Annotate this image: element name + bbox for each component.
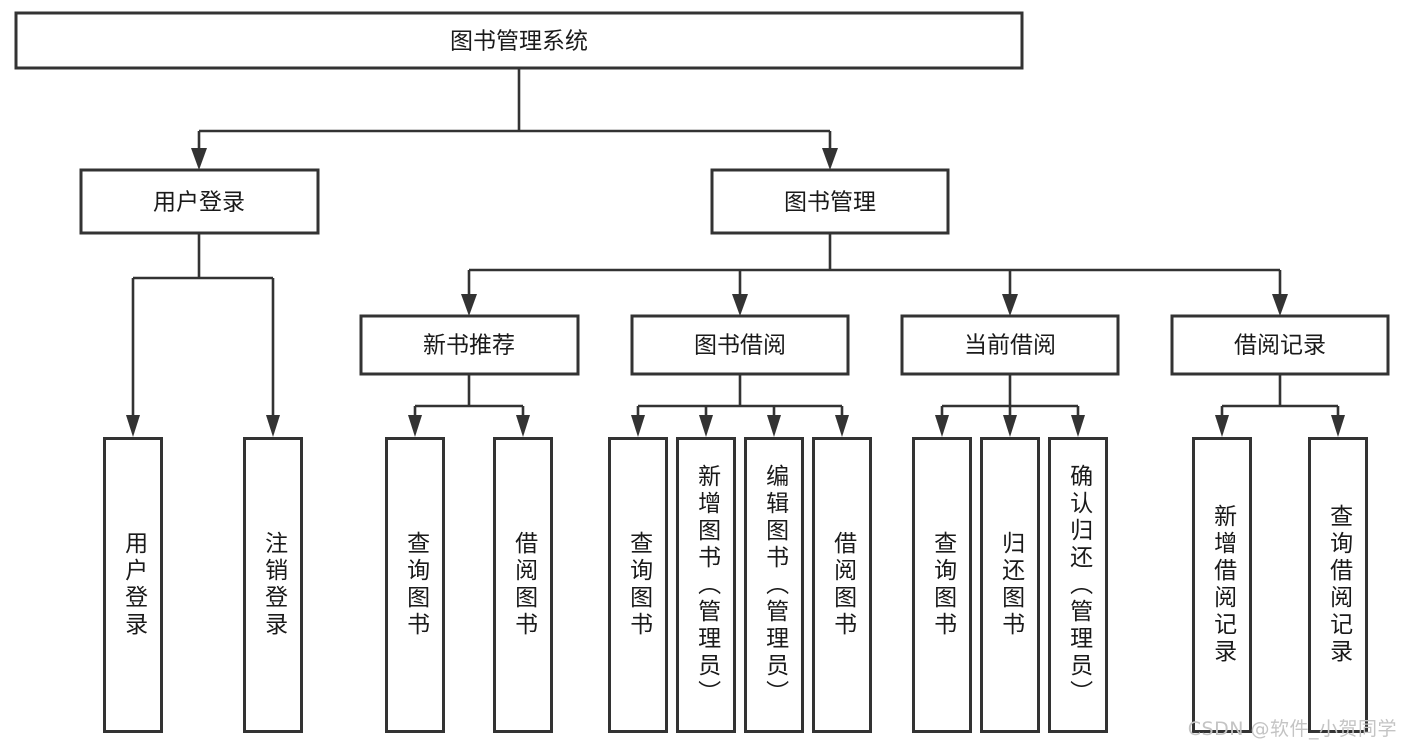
arrow-br-leaf-2 <box>1331 415 1345 437</box>
arrow-cb-leaf-1 <box>935 415 949 437</box>
node-current-borrow[interactable]: 当前借阅 <box>900 314 1120 376</box>
node-current-borrow-label: 当前借阅 <box>964 333 1056 359</box>
node-user-login-rect[interactable] <box>79 168 320 235</box>
leaf-node-confirm-return-label: 确认归还（管理员） <box>1065 463 1092 707</box>
leaf-node-add-record[interactable]: 新增借阅记录 <box>1192 437 1252 733</box>
arrow-bb-leaf-2 <box>699 415 713 437</box>
arrow-bm-to-new-book <box>461 294 477 316</box>
arrow-root-to-user-login <box>191 148 207 170</box>
leaf-node-query-record[interactable]: 查询借阅记录 <box>1308 437 1368 733</box>
node-root[interactable]: 图书管理系统 <box>14 11 1024 70</box>
leaf-node-user-logout-label: 注销登录 <box>260 531 287 639</box>
arrow-cb-leaf-3 <box>1071 415 1085 437</box>
leaf-node-borrow-book-1[interactable]: 借阅图书 <box>493 437 553 733</box>
arrow-bb-leaf-4 <box>835 415 849 437</box>
arrow-user-login-leaf-2 <box>266 415 280 437</box>
leaf-node-query-book-3[interactable]: 查询图书 <box>912 437 972 733</box>
node-root-label: 图书管理系统 <box>450 29 588 55</box>
arrow-nbr-leaf-1 <box>408 415 422 437</box>
leaf-node-return-book[interactable]: 归还图书 <box>980 437 1040 733</box>
csdn-watermark: CSDN @软件_小贺同学 <box>1187 718 1397 740</box>
leaf-node-query-book-3-label: 查询图书 <box>929 531 956 639</box>
node-book-borrow[interactable]: 图书借阅 <box>630 314 850 376</box>
leaf-node-add-record-label: 新增借阅记录 <box>1209 504 1236 666</box>
arrow-root-to-book-manage <box>822 148 838 170</box>
leaf-node-add-book[interactable]: 新增图书（管理员） <box>676 437 736 733</box>
leaf-node-query-book-1[interactable]: 查询图书 <box>385 437 445 733</box>
arrow-bm-to-book-borrow <box>732 294 748 316</box>
leaf-node-query-record-label: 查询借阅记录 <box>1325 504 1352 666</box>
node-root-rect[interactable] <box>14 11 1024 70</box>
leaf-node-add-book-label: 新增图书（管理员） <box>693 463 720 707</box>
node-book-manage-rect[interactable] <box>710 168 950 235</box>
arrow-user-login-leaf-1 <box>126 415 140 437</box>
leaf-node-query-book-1-label: 查询图书 <box>402 531 429 639</box>
node-book-borrow-rect[interactable] <box>630 314 850 376</box>
node-borrow-record-rect[interactable] <box>1170 314 1390 376</box>
leaf-node-borrow-book-1-label: 借阅图书 <box>510 531 537 639</box>
arrow-br-leaf-1 <box>1215 415 1229 437</box>
node-book-manage[interactable]: 图书管理 <box>710 168 950 235</box>
node-new-book-recommend-rect[interactable] <box>359 314 580 376</box>
arrow-bm-to-borrow-record <box>1272 294 1288 316</box>
node-borrow-record[interactable]: 借阅记录 <box>1170 314 1390 376</box>
arrow-bb-leaf-1 <box>631 415 645 437</box>
leaf-node-query-book-2-label: 查询图书 <box>625 531 652 639</box>
leaf-node-confirm-return[interactable]: 确认归还（管理员） <box>1048 437 1108 733</box>
leaf-node-borrow-book-2-label: 借阅图书 <box>829 531 856 639</box>
node-new-book-recommend-label: 新书推荐 <box>423 333 515 359</box>
leaf-node-user-login[interactable]: 用户登录 <box>103 437 163 733</box>
leaf-node-query-book-2[interactable]: 查询图书 <box>608 437 668 733</box>
leaf-node-return-book-label: 归还图书 <box>997 531 1024 639</box>
arrow-bb-leaf-3 <box>767 415 781 437</box>
arrow-bm-to-current-borrow <box>1002 294 1018 316</box>
node-user-login[interactable]: 用户登录 <box>79 168 320 235</box>
arrow-cb-leaf-2 <box>1003 415 1017 437</box>
leaf-node-borrow-book-2[interactable]: 借阅图书 <box>812 437 872 733</box>
leaf-node-edit-book-label: 编辑图书（管理员） <box>761 463 788 707</box>
leaf-node-user-logout[interactable]: 注销登录 <box>243 437 303 733</box>
node-current-borrow-rect[interactable] <box>900 314 1120 376</box>
node-book-borrow-label: 图书借阅 <box>694 333 786 359</box>
node-borrow-record-label: 借阅记录 <box>1234 333 1326 359</box>
node-new-book-recommend[interactable]: 新书推荐 <box>359 314 580 376</box>
leaf-node-edit-book[interactable]: 编辑图书（管理员） <box>744 437 804 733</box>
node-book-manage-label: 图书管理 <box>784 190 876 216</box>
node-user-login-label: 用户登录 <box>153 190 245 216</box>
leaf-node-user-login-label: 用户登录 <box>120 531 147 639</box>
connector-group <box>126 68 1345 437</box>
arrow-nbr-leaf-2 <box>516 415 530 437</box>
